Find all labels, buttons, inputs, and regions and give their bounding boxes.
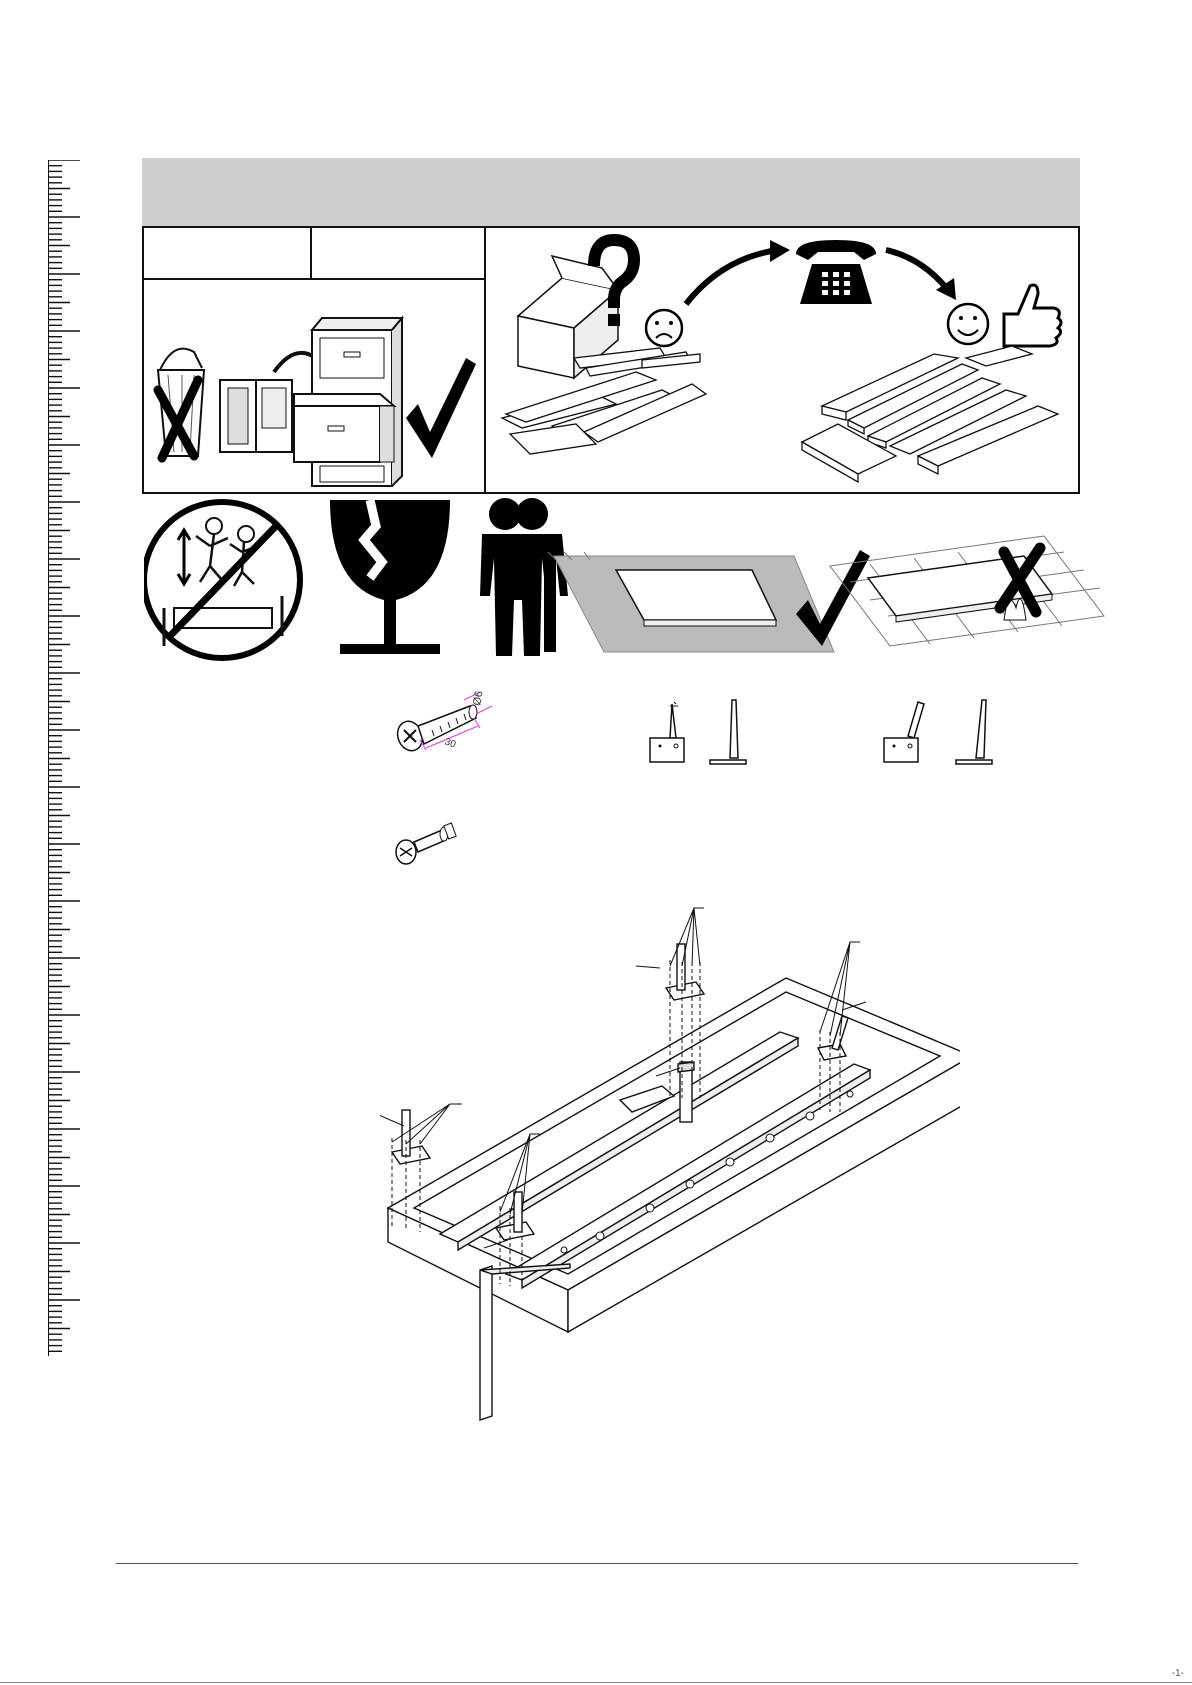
leg-bracket-icon	[650, 700, 746, 764]
arrow-from-phone	[886, 250, 948, 290]
hard-floor-no-icon	[830, 536, 1104, 646]
smiley-face-icon	[948, 304, 988, 344]
leg-bracket-angled-icon	[884, 700, 992, 764]
no-jumping-icon	[144, 502, 300, 658]
trash-bin-crossed-icon	[158, 349, 204, 458]
thumbs-up-icon	[1004, 285, 1061, 346]
screw-length-label: 30	[443, 736, 458, 750]
screw-diameter-label: Ø6	[471, 690, 485, 707]
measuring-ruler	[48, 160, 82, 1356]
cam-bolt-icon	[396, 823, 456, 864]
info-tab-1	[144, 228, 312, 280]
document-to-cabinet-icon	[220, 318, 402, 486]
safety-icons-row	[144, 496, 1144, 666]
sorted-panels	[802, 346, 1058, 482]
arrow-to-phone	[686, 250, 778, 304]
desk-assembly-drawing	[380, 886, 960, 1432]
info-tab-2	[312, 228, 486, 280]
hardware-list: 30 Ø6	[380, 684, 1020, 884]
footer-rule	[116, 1563, 1078, 1564]
two-persons-icon	[480, 498, 568, 656]
carpet-ok-icon	[548, 550, 870, 652]
keep-instructions-panel	[144, 280, 486, 494]
page-bottom-rule	[0, 1682, 1192, 1683]
sad-face-icon	[646, 310, 682, 346]
checkmark-icon	[406, 358, 476, 458]
telephone-icon	[796, 240, 876, 304]
instruction-frame	[142, 226, 1080, 494]
title-band	[142, 158, 1080, 226]
missing-parts-panel	[486, 228, 1078, 492]
fragile-glass-icon	[330, 500, 450, 654]
page-number: -1-	[1172, 1668, 1184, 1679]
